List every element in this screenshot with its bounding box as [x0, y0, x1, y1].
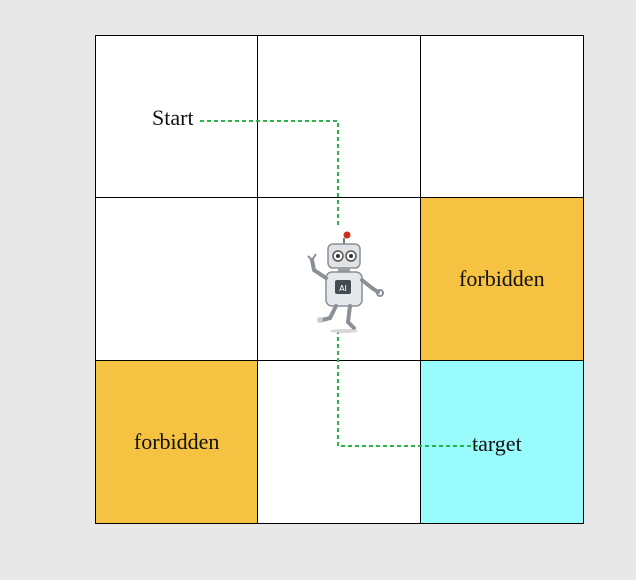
forbidden-label: forbidden — [133, 428, 220, 454]
target-label: target — [472, 431, 522, 456]
cell-r1c3 — [420, 36, 583, 199]
cell-r2c1 — [96, 198, 259, 361]
cell-r2c2-agent — [258, 198, 421, 361]
start-label: Start — [152, 105, 194, 130]
cell-r2c3-forbidden: forbidden — [420, 198, 583, 361]
forbidden-label: forbidden — [459, 265, 545, 291]
cell-r3c1-forbidden: forbidden — [96, 360, 259, 523]
cell-r3c2 — [258, 360, 421, 523]
cell-r1c2 — [258, 36, 421, 199]
